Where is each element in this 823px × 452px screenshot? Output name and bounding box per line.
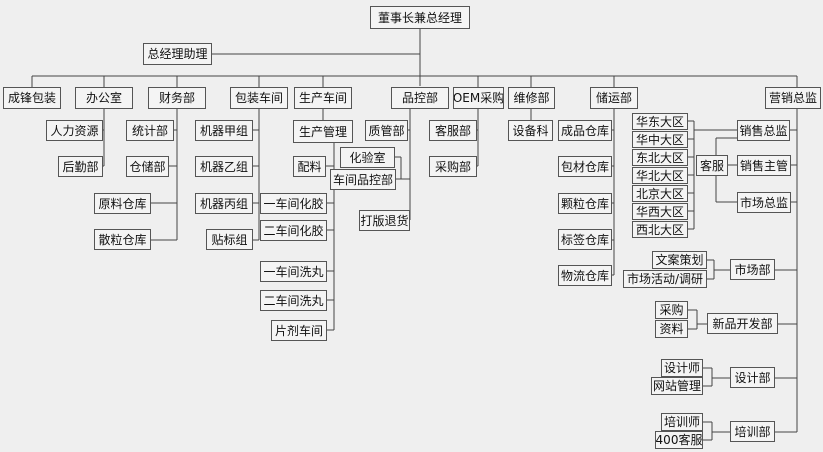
logistics-wh-box: 物流仓库	[558, 265, 612, 286]
assistant-box: 总经理助理	[143, 43, 212, 65]
region-central-box: 华中大区	[632, 131, 688, 148]
statistics-box: 统计部	[126, 120, 174, 141]
customer-service-box: 客服	[696, 155, 728, 176]
chengfeng-box: 成锋包装	[3, 87, 61, 109]
bulk-granule-wh-box: 散粒仓库	[94, 229, 151, 250]
workshop-qc-box: 车间品控部	[330, 169, 396, 190]
region-north-box: 华北大区	[632, 167, 688, 184]
equipment-box: 设备科	[508, 120, 553, 141]
region-west-box: 华西大区	[632, 203, 688, 220]
marketing-director-box: 营销总监	[765, 87, 821, 109]
region-northeast-box: 东北大区	[632, 149, 688, 166]
designer-box: 设计师	[661, 359, 703, 377]
customer-service-dept-box: 客服部	[429, 120, 477, 141]
warehouse-box: 仓储部	[126, 156, 169, 177]
new-product-dept-box: 新品开发部	[707, 313, 778, 334]
machine-b-box: 机器乙组	[195, 156, 253, 177]
proof-return-box: 打版退货	[359, 210, 410, 231]
machine-a-box: 机器甲组	[195, 120, 253, 141]
copywriting-box: 文案策划	[652, 251, 707, 269]
raw-material-wh-box: 原料仓库	[94, 193, 151, 214]
region-northwest-box: 西北大区	[632, 221, 688, 238]
qm-dept-box: 质管部	[365, 120, 408, 141]
region-east-box: 华东大区	[632, 113, 688, 130]
training-dept-box: 培训部	[730, 421, 775, 442]
label-wh-box: 标签仓库	[558, 229, 612, 250]
production-workshop-box: 生产车间	[294, 87, 352, 109]
batching-box: 配料	[293, 156, 326, 177]
machine-c-box: 机器丙组	[195, 193, 253, 214]
qc-dept-box: 品控部	[391, 87, 449, 109]
market-director-box: 市场总监	[737, 192, 791, 213]
finished-wh-box: 成品仓库	[558, 120, 612, 141]
ceo-box: 董事长兼总经理	[370, 6, 470, 29]
logistics-box: 后勤部	[58, 156, 103, 177]
finance-box: 财务部	[148, 87, 206, 109]
hotline-400-box: 400客服	[655, 431, 703, 449]
oem-purchasing-box: OEM采购	[453, 87, 504, 109]
lab-box: 化验室	[340, 147, 395, 168]
packaging-workshop-box: 包装车间	[230, 87, 288, 109]
ws2-gel-box: 二车间化胶	[260, 220, 327, 241]
storage-transport-box: 储运部	[590, 87, 638, 109]
office-box: 办公室	[75, 87, 133, 109]
maintenance-dept-box: 维修部	[508, 87, 555, 109]
website-mgmt-box: 网站管理	[651, 377, 703, 395]
purchasing-dept-box: 采购部	[429, 156, 477, 177]
market-research-box: 市场活动/调研	[623, 270, 707, 288]
packaging-wh-box: 包材仓库	[558, 156, 612, 177]
market-dept-box: 市场部	[730, 259, 775, 280]
labeling-group-box: 贴标组	[206, 229, 253, 250]
prod-mgmt-box: 生产管理	[293, 120, 353, 143]
design-dept-box: 设计部	[730, 367, 775, 388]
purchasing-box: 采购	[655, 301, 688, 319]
ws1-gel-box: 一车间化胶	[260, 193, 327, 214]
tablet-workshop-box: 片剂车间	[271, 320, 327, 341]
hr-box: 人力资源	[46, 120, 103, 141]
sales-director-box: 销售总监	[737, 120, 790, 141]
granule-wh-box: 颗粒仓库	[558, 193, 612, 214]
region-beijing-box: 北京大区	[632, 185, 688, 202]
ws1-wash-box: 一车间洗丸	[260, 261, 327, 282]
sales-supervisor-box: 销售主管	[737, 155, 791, 176]
trainer-box: 培训师	[661, 413, 703, 431]
ws2-wash-box: 二车间洗丸	[260, 290, 327, 311]
materials-box: 资料	[655, 320, 688, 338]
